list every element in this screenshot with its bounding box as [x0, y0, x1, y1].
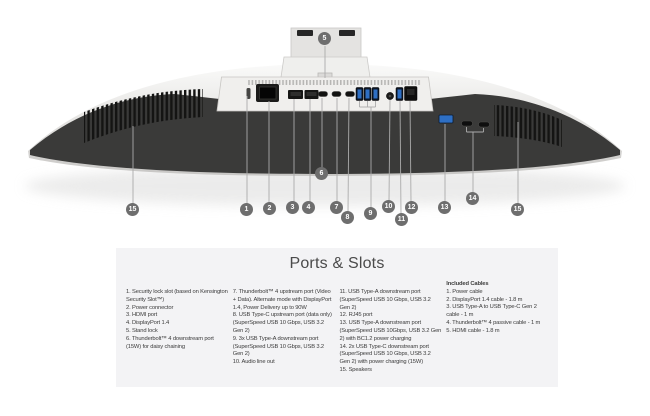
port-list-item: 11. USB Type-A downstream port (SuperSpe… [339, 289, 431, 311]
quick-usb-c-port-1 [461, 120, 473, 127]
port-list-item: 8. USB Type-C upstream port (data only) … [232, 312, 332, 334]
port-list-item: 9. 3x USB Type-A downstream port (SuperS… [232, 335, 324, 358]
port-list-item: 10. Audio line out [232, 359, 275, 366]
legend-column-cables: Included Cables 1. Power cable 2. Displa… [446, 281, 548, 375]
callout-14: 14 [466, 192, 479, 205]
port-list-item: 15. Speakers [339, 366, 373, 373]
callout-15-right: 15 [511, 203, 524, 216]
callout-12: 12 [405, 201, 418, 214]
stand-slot-right [339, 30, 355, 36]
audio-jack-hole [388, 94, 392, 98]
callout-10: 10 [382, 200, 395, 213]
legend-column-2: 7. Thunderbolt™ 4 upstream port (Video +… [233, 281, 335, 375]
port-list-item: 2. Power connector [126, 304, 174, 311]
hdmi-port-inner [290, 92, 301, 96]
port-list-item: 5. Stand lock [126, 327, 158, 334]
callout-11: 11 [395, 213, 408, 226]
callout-6: 6 [315, 167, 328, 180]
callout-13: 13 [438, 201, 451, 214]
power-connector-inner [259, 86, 277, 100]
quick-usb-c-port-2 [478, 121, 490, 128]
callout-4: 4 [302, 201, 315, 214]
ports-slots-panel: Ports & Slots 1. Security lock slot (bas… [116, 248, 558, 387]
monitor-rear-illustration [25, 27, 625, 215]
callout-3: 3 [286, 201, 299, 214]
port-list-item: 13. USB Type-A downstream port (SuperSpe… [339, 320, 442, 342]
port-list-item: 4. DisplayPort 1.4 [126, 320, 170, 327]
usb-c-upstream-port [345, 91, 355, 97]
legend-column-3: 11. USB Type-A downstream port (SuperSpe… [340, 281, 442, 375]
port-list-item: 14. 2x USB Type-C downstream port (Super… [339, 343, 431, 366]
cable-list-item: 3. USB Type-A to USB Type-C Gen 2 cable … [446, 304, 537, 319]
usb-a-port-group [355, 87, 380, 101]
quick-usb-a-port [438, 114, 454, 124]
cable-list-item: 4. Thunderbolt™ 4 passive cable - 1 m [446, 319, 541, 326]
thunderbolt-upstream-port [331, 91, 342, 97]
speaker-grille-right [494, 105, 562, 147]
legend-column-1: 1. Security lock slot (based on Kensingt… [126, 281, 228, 375]
stand-slot-left [297, 30, 313, 36]
cable-list-item: 5. HDMI cable - 1.8 m [446, 327, 500, 334]
callout-leader-lines [132, 46, 519, 215]
vent-strip [247, 80, 421, 85]
callout-15-left: 15 [126, 203, 139, 216]
callout-1: 1 [240, 203, 253, 216]
callout-7: 7 [330, 201, 343, 214]
speaker-grille-left [84, 89, 203, 143]
included-cables-title: Included Cables [446, 281, 489, 287]
legend-columns: 1. Security lock slot (based on Kensingt… [116, 281, 558, 375]
port-list-item: 12. RJ45 port [339, 312, 373, 319]
port-list-item: 7. Thunderbolt™ 4 upstream port (Video +… [232, 289, 332, 311]
cable-list-item: 2. DisplayPort 1.4 cable - 1.8 m [446, 296, 523, 303]
cable-list-item: 1. Power cable [446, 288, 483, 295]
port-list-item: 3. HDMI port [126, 312, 158, 319]
callout-8: 8 [341, 211, 354, 224]
displayport-port-inner [306, 92, 317, 96]
thunderbolt-downstream-port [318, 91, 328, 97]
callout-2: 2 [263, 202, 276, 215]
callout-9: 9 [364, 207, 377, 220]
callout-5: 5 [318, 32, 331, 45]
security-lock-slot [246, 88, 251, 99]
port-list-item: 6. Thunderbolt™ 4 downstream port (15W) … [126, 335, 214, 350]
section-title: Ports & Slots [289, 255, 385, 272]
rj45-port-inner [407, 89, 415, 95]
usb-a-bc12-tongue [397, 89, 402, 99]
port-list-item: 1. Security lock slot (based on Kensingt… [126, 289, 228, 303]
